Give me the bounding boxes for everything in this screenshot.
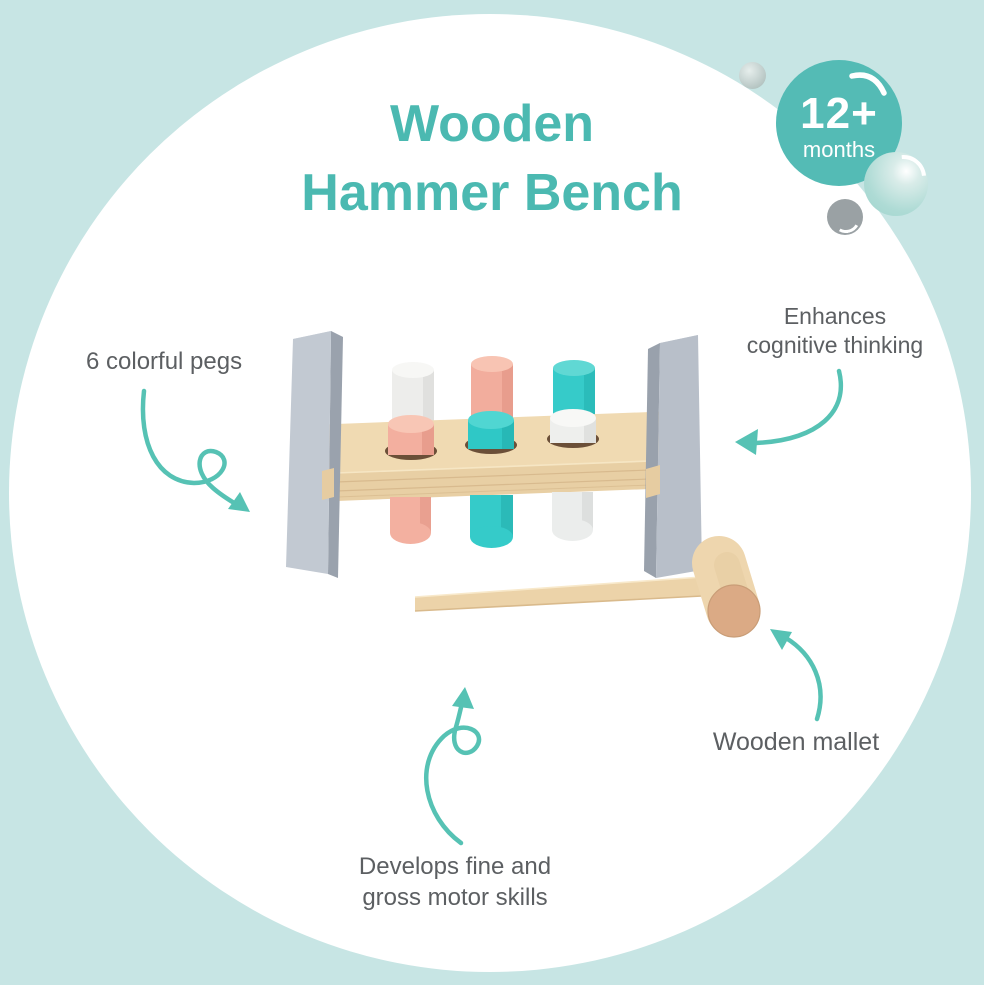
callout-motor-line1: Develops fine and bbox=[358, 853, 552, 880]
callout-pegs: 6 colorful pegs bbox=[86, 348, 243, 375]
front-peg-teal bbox=[468, 411, 514, 449]
callout-cognitive-line2: cognitive thinking bbox=[746, 332, 924, 359]
front-peg-pink bbox=[388, 415, 434, 455]
bench-right-support bbox=[644, 335, 702, 578]
bench-left-support bbox=[286, 331, 343, 578]
hanging-peg-white bbox=[552, 492, 593, 541]
callout-motor-line2: gross motor skills bbox=[362, 883, 548, 911]
bubble-icon bbox=[864, 152, 928, 216]
page-title-line2: Hammer Bench bbox=[301, 164, 683, 223]
hammer-bench-product-image bbox=[286, 331, 761, 638]
front-peg-white bbox=[550, 409, 596, 443]
bench-front-face bbox=[309, 459, 677, 502]
callout-cognitive: Enhances cognitive thinking bbox=[723, 302, 947, 361]
hanging-peg-pink bbox=[390, 497, 431, 544]
callout-motor: Develops fine and gross motor skills bbox=[330, 852, 580, 913]
age-badge-unit: months bbox=[802, 136, 876, 162]
page-title: Wooden Hammer Bench bbox=[0, 90, 984, 228]
callout-mallet: Wooden mallet bbox=[712, 728, 880, 756]
bubble-icon bbox=[827, 199, 863, 235]
callout-cognitive-line1: Enhances bbox=[783, 303, 887, 329]
age-badge-age: 12+ bbox=[800, 88, 878, 138]
page-title-line1: Wooden bbox=[389, 95, 595, 153]
bubble-icon bbox=[739, 62, 766, 89]
swoosh-arc-icon bbox=[849, 72, 887, 96]
mallet bbox=[414, 536, 761, 638]
hanging-peg-teal bbox=[470, 495, 513, 548]
